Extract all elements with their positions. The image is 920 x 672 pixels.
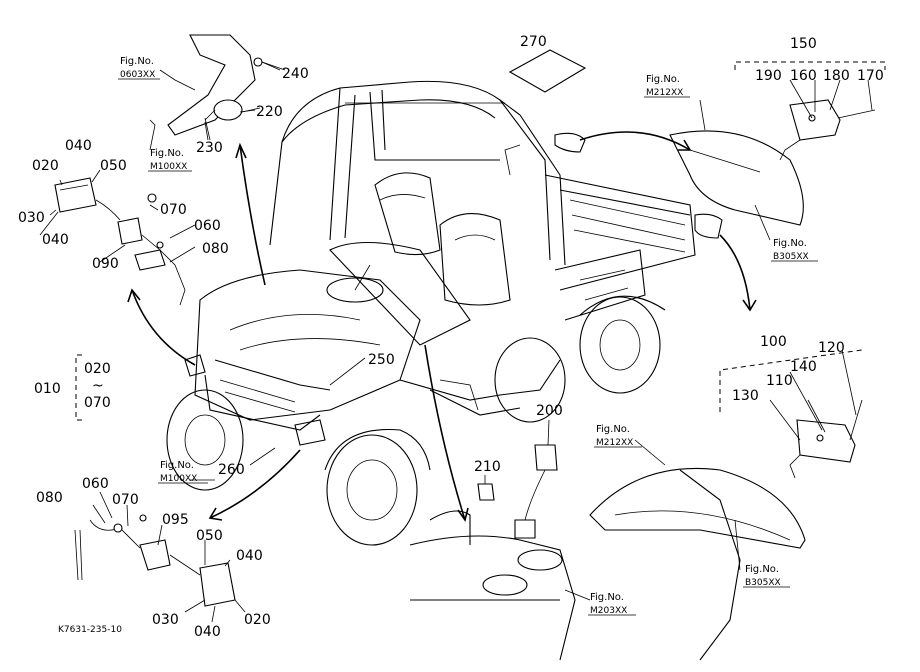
fig-ref-m203-code: M203XX (590, 606, 627, 616)
group-100-bracket (719, 349, 863, 412)
callout-040-upper: 040 (65, 138, 92, 154)
callout-040-lower-right: 040 (236, 548, 263, 564)
rear-lamp-assembly-150 (554, 99, 876, 239)
callout-080-lower: 080 (36, 490, 63, 506)
callout-060-upper: 060 (194, 218, 221, 234)
callout-070-lower: 070 (112, 492, 139, 508)
fig-ref-m212-lower-code: M212XX (596, 438, 633, 448)
callout-220: 220 (256, 104, 283, 120)
fig-ref-b305-upper-label: Fig.No. (773, 238, 807, 249)
bracket-assembly (167, 34, 286, 141)
callout-numbers: 240 220 230 270 150 190 160 180 170 040 … (18, 34, 884, 640)
callout-130: 130 (732, 388, 759, 404)
callout-160: 160 (790, 68, 817, 84)
callout-100: 100 (760, 334, 787, 350)
fig-ref-m100-lower-label: Fig.No. (160, 460, 194, 471)
switch-connector-assembly (477, 444, 558, 539)
part-270-panel (508, 49, 587, 93)
callout-120: 120 (818, 340, 845, 356)
callout-170: 170 (857, 68, 884, 84)
figure-references: Fig.No. 0603XX Fig.No. M100XX Fig.No. M2… (118, 56, 818, 616)
callout-260: 260 (218, 462, 245, 478)
callout-270: 270 (520, 34, 547, 50)
fig-ref-m212-lower-label: Fig.No. (596, 424, 630, 435)
callout-180: 180 (823, 68, 850, 84)
callout-040-left: 040 (42, 232, 69, 248)
rear-lamp-assembly-100 (789, 399, 863, 479)
callout-140: 140 (790, 359, 817, 375)
callout-210: 210 (474, 459, 501, 475)
callout-250: 250 (368, 352, 395, 368)
callout-030-upper: 030 (18, 210, 45, 226)
fig-ref-m212-upper-code: M212XX (646, 88, 683, 98)
callout-050-lower: 050 (196, 528, 223, 544)
callout-020-lower: 020 (244, 612, 271, 628)
callout-150: 150 (790, 36, 817, 52)
callout-070-upper: 070 (160, 202, 187, 218)
callout-200: 200 (536, 403, 563, 419)
callout-230: 230 (196, 140, 223, 156)
fig-ref-b305-upper-code: B305XX (773, 252, 809, 262)
fig-ref-b305-lower-label: Fig.No. (745, 564, 779, 575)
callout-080-upper: 080 (202, 241, 229, 257)
callout-090: 090 (92, 256, 119, 272)
callout-060-lower: 060 (82, 476, 109, 492)
callout-070-range: 070 (84, 395, 111, 411)
callout-240: 240 (282, 66, 309, 82)
left-headlight-assembly (54, 177, 186, 306)
fig-ref-m100-lower-code: M100XX (160, 474, 197, 484)
utility-vehicle-illustration (166, 80, 806, 661)
callout-020-upper: 020 (32, 158, 59, 174)
fig-ref-m100-upper-code: M100XX (150, 162, 187, 172)
callout-050-upper: 050 (100, 158, 127, 174)
group-150-bracket (734, 61, 886, 70)
callout-010: 010 (34, 381, 61, 397)
callout-range-tilde: ~ (92, 378, 104, 394)
drawing-code: K7631-235-10 (58, 625, 122, 635)
callout-110: 110 (766, 373, 793, 389)
fig-ref-m203-label: Fig.No. (590, 592, 624, 603)
connection-arrows (127, 131, 757, 522)
fig-ref-m212-upper-label: Fig.No. (646, 74, 680, 85)
leader-lines (39, 61, 873, 623)
callout-190: 190 (755, 68, 782, 84)
lower-headlight-assembly (74, 514, 236, 607)
group-010-bracket (75, 354, 82, 421)
fig-ref-0603-code: 0603XX (120, 70, 155, 80)
callout-030-lower: 030 (152, 612, 179, 628)
callout-040-lower: 040 (194, 624, 221, 640)
fig-ref-b305-lower-code: B305XX (745, 578, 781, 588)
callout-020-range: 020 (84, 361, 111, 377)
fig-ref-m100-upper-label: Fig.No. (150, 148, 184, 159)
callout-095: 095 (162, 512, 189, 528)
fig-ref-0603-label: Fig.No. (120, 56, 154, 67)
